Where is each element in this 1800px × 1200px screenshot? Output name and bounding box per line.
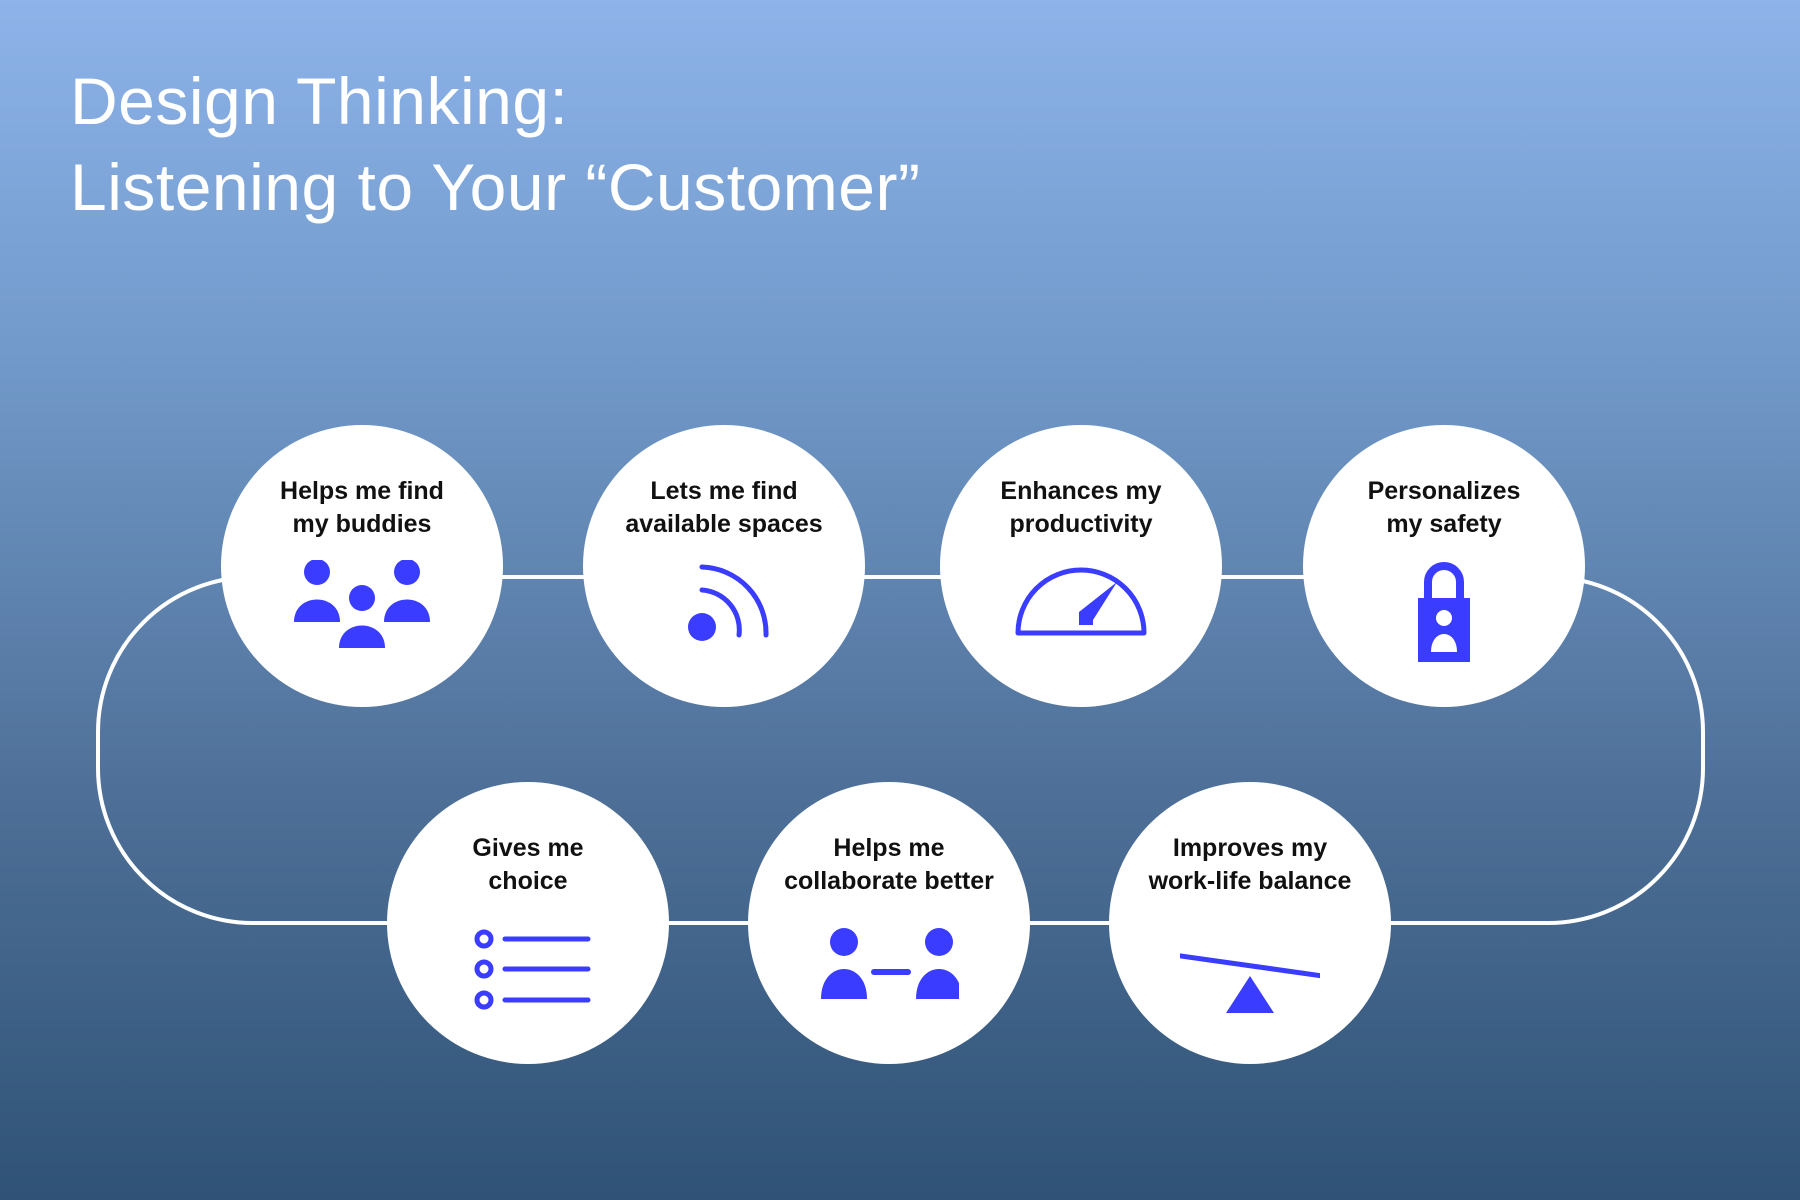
page-title: Design Thinking: Listening to Your “Cust…	[70, 58, 920, 230]
node-label: available spaces	[625, 510, 823, 538]
list-icon	[474, 929, 591, 1010]
node-label: Helps me find	[280, 477, 444, 505]
node-label: productivity	[1009, 510, 1153, 538]
node-label: my safety	[1386, 510, 1502, 538]
signal-icon	[688, 564, 769, 641]
node-label: choice	[488, 867, 568, 895]
node-label: work-life balance	[1148, 867, 1352, 895]
node-label: collaborate better	[784, 867, 994, 895]
collaborate-icon	[821, 928, 959, 999]
node-label: Improves my	[1172, 834, 1328, 862]
node-label: Personalizes	[1367, 477, 1521, 505]
title-line-1: Design Thinking:	[70, 64, 569, 138]
node-productivity: Enhances my productivity	[940, 425, 1222, 707]
node-buddies: Helps me find my buddies	[221, 425, 503, 707]
node-label: Gives me	[472, 834, 584, 862]
balance-icon	[1180, 953, 1320, 1013]
title-line-2: Listening to Your “Customer”	[70, 150, 921, 224]
node-balance: Improves my work-life balance	[1109, 782, 1391, 1064]
node-choice: Gives me choice	[387, 782, 669, 1064]
node-safety: Personalizes my safety	[1303, 425, 1585, 707]
node-label: Lets me find	[650, 477, 798, 505]
group-icon	[294, 560, 430, 648]
node-spaces: Lets me find available spaces	[583, 425, 865, 707]
node-label: my buddies	[292, 510, 432, 538]
speedometer-icon	[1015, 567, 1147, 636]
node-label: Enhances my	[1000, 477, 1162, 505]
lock-person-icon	[1418, 562, 1470, 662]
node-label: Helps me	[833, 834, 945, 862]
node-collaborate: Helps me collaborate better	[748, 782, 1030, 1064]
